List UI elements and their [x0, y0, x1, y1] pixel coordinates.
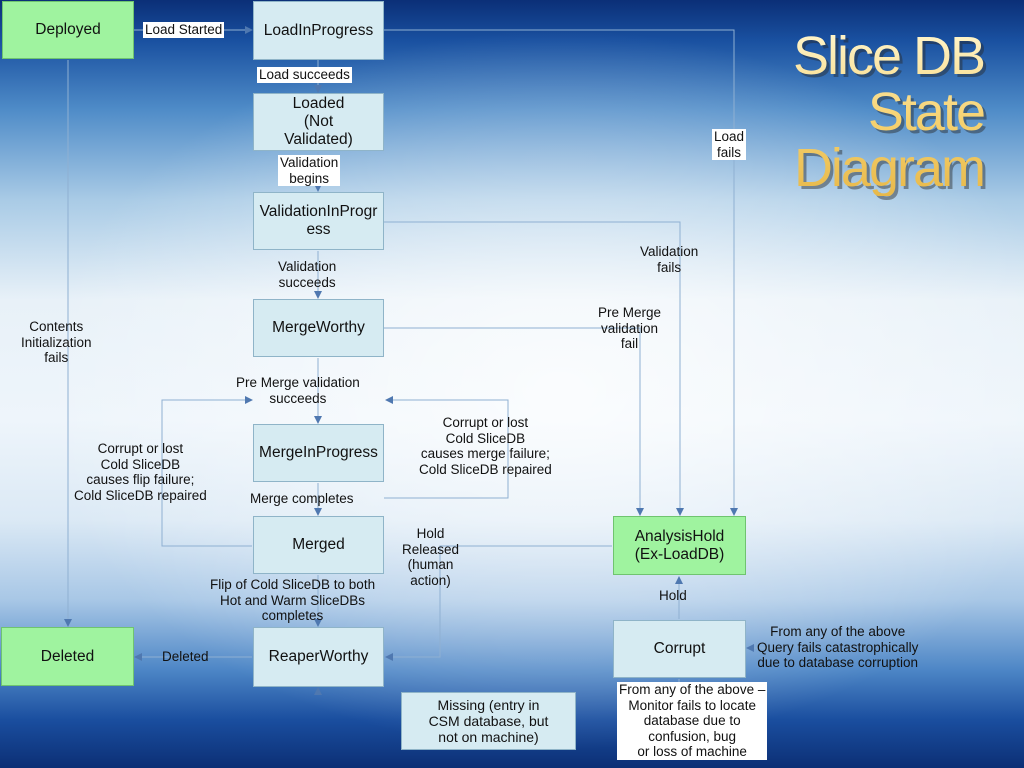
- label-flip-completes: Flip of Cold SliceDB to both Hot and War…: [210, 577, 376, 623]
- label-merge-completes: Merge completes: [250, 491, 354, 506]
- state-merge-in-progress: MergeInProgress: [253, 424, 384, 482]
- label-hold-released: Hold Released (human action): [402, 526, 460, 588]
- label-monitor-fails: From any of the above – Monitor fails to…: [617, 682, 768, 760]
- state-reaper-worthy: ReaperWorthy: [253, 627, 384, 687]
- state-validation-in-progress: ValidationInProgress: [253, 192, 384, 250]
- state-loaded: Loaded (Not Validated): [253, 93, 384, 151]
- state-corrupt: Corrupt: [613, 620, 746, 678]
- label-deleted: Deleted: [162, 649, 209, 664]
- label-corrupt-merge: Corrupt or lost Cold SliceDB causes merg…: [419, 415, 552, 477]
- page-title-shadow: Slice DB State Diagram: [796, 31, 989, 199]
- state-analysis-hold: AnalysisHold (Ex-LoadDB): [613, 516, 746, 575]
- label-pre-merge-fail: Pre Merge validation fail: [598, 305, 662, 351]
- label-query-fails: From any of the above Query fails catast…: [757, 624, 919, 670]
- page-title: Slice DB State Diagram: [792, 26, 986, 198]
- label-hold: Hold: [659, 588, 687, 603]
- label-contents-init-fails: Contents Initialization fails: [21, 319, 92, 365]
- edge-corrupt-merge: [384, 396, 509, 499]
- label-validation-begins: Validation begins: [278, 155, 341, 186]
- edge-pre-merge-fail: [384, 327, 644, 516]
- edge-hold-released: [385, 545, 612, 661]
- label-validation-succeeds: Validation succeeds: [278, 259, 337, 290]
- label-load-succeeds: Load succeeds: [257, 67, 352, 83]
- state-deleted: Deleted: [1, 627, 134, 686]
- edge-load-fails: [384, 29, 738, 516]
- state-load-in-progress: LoadInProgress: [253, 1, 384, 60]
- label-load-fails: Load fails: [712, 129, 747, 160]
- state-merge-worthy: MergeWorthy: [253, 299, 384, 357]
- label-corrupt-flip: Corrupt or lost Cold SliceDB causes flip…: [74, 441, 207, 503]
- state-deployed: Deployed: [2, 1, 134, 59]
- label-load-started: Load Started: [143, 22, 225, 38]
- label-pre-merge-succeeds: Pre Merge validation succeeds: [236, 375, 360, 406]
- edge-corrupt-flip: [161, 396, 253, 547]
- label-validation-fails: Validation fails: [640, 244, 699, 275]
- edge-validation-fails: [384, 221, 684, 516]
- state-merged: Merged: [253, 516, 384, 574]
- state-missing: Missing (entry in CSM database, but not …: [401, 692, 576, 750]
